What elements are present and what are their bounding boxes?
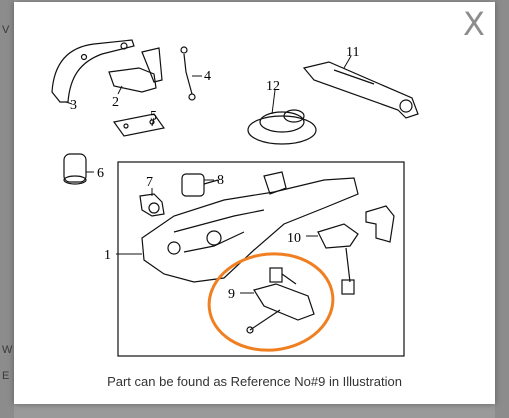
part-1-steering-column	[141, 177, 359, 283]
callout-6: 6	[97, 166, 104, 181]
part-3-bracket	[51, 39, 135, 103]
highlight-circle	[207, 252, 335, 352]
part-8-module	[181, 173, 205, 197]
parts-illustration: 3 2 4 5 6 7 8 1 9 10 11 12	[51, 39, 419, 357]
background-text-fragment: E	[2, 370, 10, 382]
page-background-left	[0, 0, 14, 418]
callout-2: 2	[112, 95, 119, 110]
image-lightbox-modal: X	[14, 2, 495, 404]
callout-9: 9	[228, 287, 235, 302]
callout-3: 3	[70, 98, 77, 113]
part-7-switch	[139, 193, 165, 217]
part-11-intermediate-shaft	[302, 61, 419, 119]
callout-10: 10	[287, 231, 301, 246]
part-2-bracket	[108, 67, 157, 93]
part-10-lock-housing	[317, 223, 359, 249]
part-9-lock-cylinder	[253, 283, 315, 321]
background-text-fragment: W	[2, 344, 13, 356]
part-6-bushing	[63, 153, 87, 183]
close-button[interactable]: X	[463, 5, 485, 43]
part-5-plate	[112, 113, 166, 137]
callout-8: 8	[217, 173, 224, 188]
part-12-boot	[247, 115, 317, 145]
background-text-fragment: V	[2, 24, 10, 36]
callout-11: 11	[346, 45, 359, 60]
callout-1: 1	[104, 248, 111, 263]
page-background-right	[495, 0, 509, 418]
callout-4: 4	[204, 69, 211, 84]
reference-caption: Part can be found as Reference No#9 in I…	[107, 374, 402, 389]
callout-12: 12	[266, 79, 280, 94]
column-assembly-frame	[117, 161, 405, 357]
callout-5: 5	[150, 109, 157, 124]
part-4-rod	[183, 53, 193, 95]
callout-7: 7	[146, 175, 153, 190]
